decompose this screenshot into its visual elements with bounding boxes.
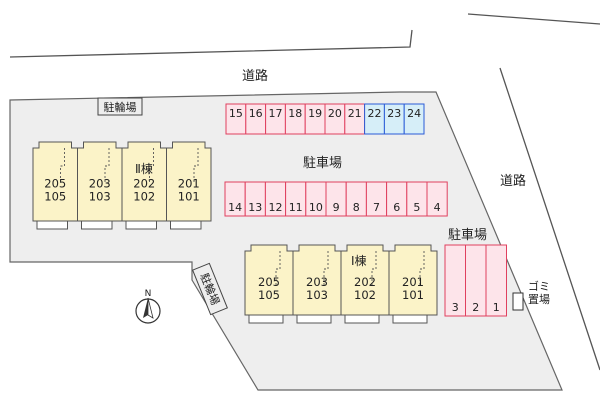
parking-space-number: 9 <box>333 201 340 214</box>
unit-number-lower: 102 <box>133 190 155 204</box>
unit-number-upper: 201 <box>178 177 200 191</box>
parking-label-center: 駐車場 <box>303 156 342 171</box>
stair-line <box>275 251 281 285</box>
building-1-label: Ⅰ棟 <box>351 253 367 268</box>
parking-space <box>426 181 448 217</box>
parking-space <box>403 103 425 135</box>
stair-line <box>323 251 329 285</box>
garbage-area-box <box>512 292 524 311</box>
parking-space-number: 20 <box>328 107 342 120</box>
bicycle-parking-top-label: 駐輪場 <box>104 100 137 114</box>
unit-number-lower: 105 <box>44 190 66 204</box>
parking-space-number: 22 <box>368 107 382 120</box>
bicycle-parking-top <box>97 97 143 116</box>
parking-space-number: 13 <box>248 201 262 214</box>
road-edge-top-right <box>467 13 600 25</box>
parking-space-number: 5 <box>413 201 420 214</box>
unit-number-upper: 203 <box>89 177 111 191</box>
parking-space-number: 15 <box>229 107 243 120</box>
balcony <box>170 220 202 230</box>
unit-number-lower: 103 <box>89 190 111 204</box>
balcony <box>296 314 332 324</box>
parking-space-number: 11 <box>289 201 303 214</box>
unit-number-lower: 103 <box>306 288 328 302</box>
stair-line <box>371 251 377 285</box>
parking-space-number: 19 <box>308 107 322 120</box>
parking-space-number: 1 <box>493 301 500 314</box>
road-edge-right <box>499 67 600 371</box>
garbage-area-label: ゴミ置場 <box>528 279 550 306</box>
unit-number-upper: 201 <box>402 275 424 289</box>
parking-space-number: 4 <box>434 201 441 214</box>
stair-line <box>104 148 110 182</box>
balcony <box>36 220 68 230</box>
parking-space-number: 3 <box>452 301 459 314</box>
parking-space-number: 16 <box>249 107 263 120</box>
parking-space-number: 24 <box>407 107 421 120</box>
balcony <box>125 220 157 230</box>
unit-number-lower: 101 <box>402 288 424 302</box>
parking-space-number: 18 <box>288 107 302 120</box>
north-label: N <box>145 289 152 299</box>
unit-number-lower: 101 <box>178 190 200 204</box>
unit-number-upper: 202 <box>354 275 376 289</box>
parking-space-number: 8 <box>353 201 360 214</box>
road-edge-top <box>9 29 413 58</box>
unit-number-upper: 203 <box>306 275 328 289</box>
parking-space-number: 12 <box>269 201 283 214</box>
unit-number-lower: 105 <box>258 288 280 302</box>
parking-space-number: 7 <box>373 201 380 214</box>
unit-number-upper: 202 <box>133 177 155 191</box>
balcony <box>248 314 284 324</box>
parking-space-number: 17 <box>269 107 283 120</box>
building-2-label: Ⅱ棟 <box>135 161 153 176</box>
stair-line <box>149 148 154 182</box>
unit-number-upper: 205 <box>258 275 280 289</box>
stair-line <box>419 251 425 285</box>
parking-label-right: 駐車場 <box>448 228 487 243</box>
unit-number-upper: 205 <box>44 177 66 191</box>
parking-space-number: 21 <box>348 107 362 120</box>
parking-space-number: 2 <box>472 301 479 314</box>
parking-space <box>485 244 507 317</box>
road-label-top: 道路 <box>242 68 268 84</box>
stair-line <box>193 148 199 182</box>
parking-space-number: 23 <box>387 107 401 120</box>
parking-row-top: 15 16 17 18 19 20 21 22 23 24 <box>225 103 425 135</box>
balcony <box>344 314 380 324</box>
bicycle-parking-side <box>192 262 228 316</box>
balcony <box>392 314 428 324</box>
parking-space-number: 6 <box>393 201 400 214</box>
parking-space-number: 14 <box>228 201 242 214</box>
road-label-right: 道路 <box>500 173 526 189</box>
parking-space-number: 10 <box>309 201 323 214</box>
unit-number-lower: 102 <box>354 288 376 302</box>
north-arrow-icon: N <box>135 289 161 324</box>
stair-line <box>60 148 65 182</box>
balcony <box>81 220 113 230</box>
